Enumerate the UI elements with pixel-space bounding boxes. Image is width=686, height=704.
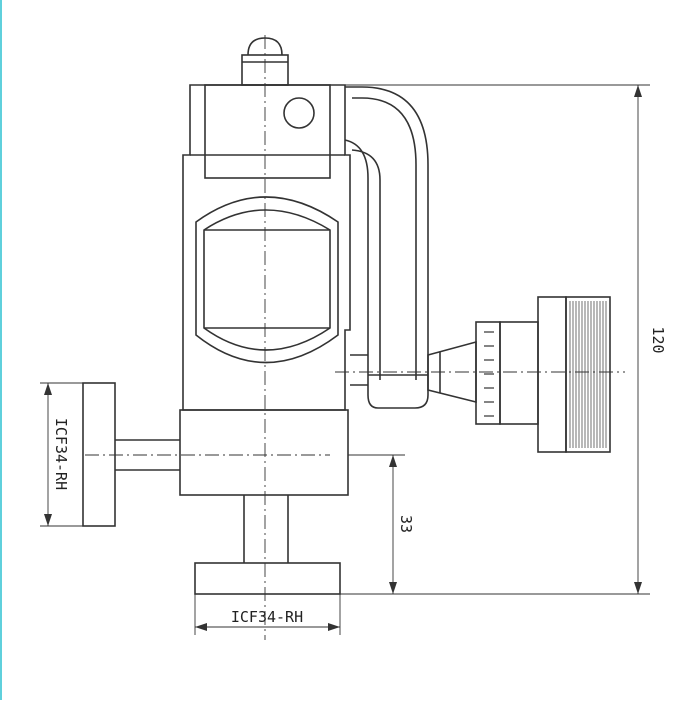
- bottom-flange: [194, 562, 341, 595]
- dimension-arrows: [44, 85, 642, 631]
- knurled-knob: [565, 296, 611, 453]
- centerlines: [85, 35, 625, 640]
- viewport-window: [195, 196, 339, 364]
- side-port: [82, 382, 180, 527]
- left-border-accent: [0, 0, 2, 700]
- side-flange: [82, 382, 116, 527]
- bottom-port: [194, 495, 341, 595]
- valve-body: [182, 84, 351, 411]
- dimension-label-33: 33: [397, 515, 415, 533]
- scale-ticks: [484, 331, 494, 417]
- dimension-label-120: 120: [649, 326, 667, 353]
- scale-barrel: [475, 321, 501, 425]
- knob-assembly: [427, 296, 611, 453]
- port-hole: [283, 97, 315, 129]
- dimension-lines: [40, 84, 650, 635]
- bottom-port-label: ICF34-RH: [231, 608, 303, 626]
- side-port-label: ICF34-RH: [52, 418, 70, 490]
- elbow-tube: [344, 86, 429, 409]
- lower-block: [179, 409, 349, 496]
